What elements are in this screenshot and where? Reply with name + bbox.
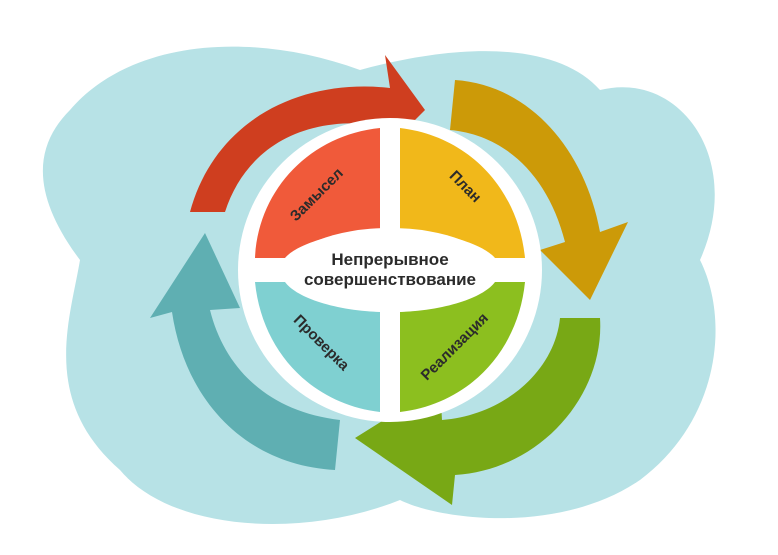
segment-plan — [400, 128, 525, 258]
segment-zamysel — [255, 128, 380, 258]
center-label-line2: совершенствование — [304, 270, 476, 289]
arrow-bottom-left — [150, 233, 340, 470]
arrow-top-left — [190, 55, 425, 212]
arrow-bottom-right — [355, 318, 601, 505]
segment-proverka — [255, 282, 380, 412]
arrow-top-right — [450, 80, 628, 300]
center-ellipse — [288, 228, 492, 312]
segment-realizatsiya — [400, 282, 525, 412]
center-label-line1: Непрерывное — [331, 250, 448, 269]
